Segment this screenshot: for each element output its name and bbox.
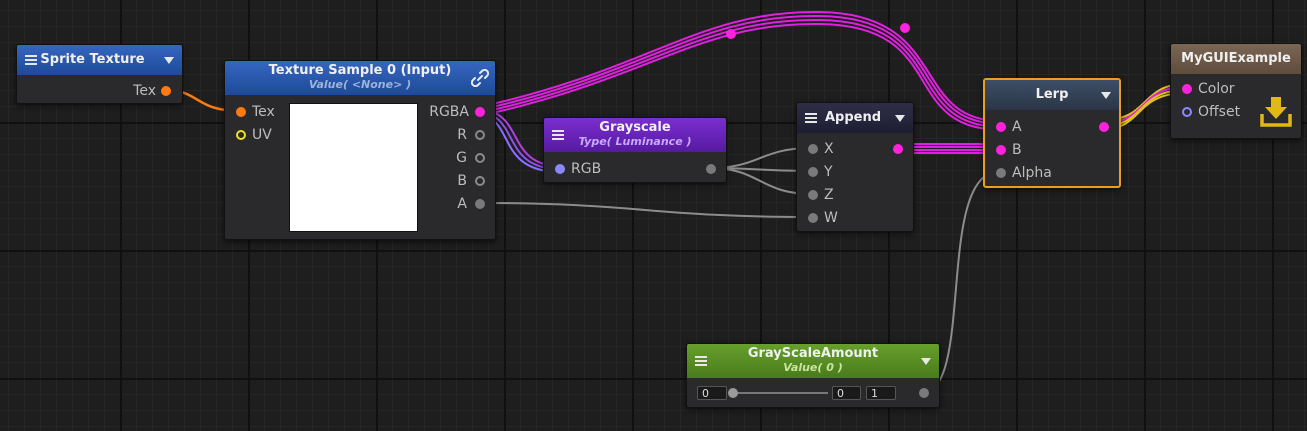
output-header[interactable]: MyGUIExample [1171,44,1301,74]
grayscale-header[interactable]: Grayscale Type( Luminance ) [544,118,726,152]
texture-sample-header[interactable]: Texture Sample 0 (Input) Value( <None> ) [225,61,495,95]
wire-rgba-to-lerp-a [478,10,1001,131]
output-node[interactable]: MyGUIExample Color Offset [1170,43,1302,139]
chevron-down-icon[interactable] [921,358,931,365]
a-input-port[interactable] [996,122,1006,132]
x-input-port[interactable] [808,144,818,154]
node-subtitle: Value( <None> ) [308,78,412,91]
append-node[interactable]: Append X Y Z W [796,102,914,232]
z-input-label: Z [824,187,834,203]
sprite-texture-node[interactable]: Sprite Texture Tex [16,44,183,104]
texture-sample-node[interactable]: Texture Sample 0 (Input) Value( <None> )… [224,60,496,240]
a-output-port[interactable] [475,199,485,209]
node-title: Grayscale [599,120,671,135]
z-input-port[interactable] [808,190,818,200]
tex-output-port[interactable] [161,86,171,96]
b-input-label: B [1012,142,1022,158]
slider-thumb[interactable] [728,388,738,398]
lerp-output-port[interactable] [1099,122,1109,132]
node-title: Append [824,110,882,125]
alpha-input-port[interactable] [996,168,1006,178]
grayscale-output-port[interactable] [706,164,716,174]
a-output-label: A [457,196,467,212]
g-output-label: G [456,150,467,166]
tex-output-label: Tex [133,83,156,99]
b-output-label: B [457,173,467,189]
w-input-port[interactable] [808,213,818,223]
rgba-output-port[interactable] [475,107,485,117]
node-title: Texture Sample 0 (Input) [268,63,452,78]
node-title: Lerp [1035,87,1069,102]
min-value-field[interactable]: 0 [697,386,727,400]
rgb-input-port[interactable] [555,164,565,174]
y-input-port[interactable] [808,167,818,177]
g-output-port[interactable] [475,153,485,163]
grayscale-amount-node[interactable]: GrayScaleAmount Value( 0 ) 0 0 1 [686,343,940,408]
color-input-label: Color [1198,81,1235,97]
menu-icon[interactable] [552,130,564,140]
rgb-input-label: RGB [571,161,602,177]
lerp-node[interactable]: Lerp A B Alpha [983,78,1121,188]
tex-input-port[interactable] [236,107,246,117]
current-value-field[interactable]: 0 [832,386,861,400]
r-output-port[interactable] [475,130,485,140]
grayscale-amount-header[interactable]: GrayScaleAmount Value( 0 ) [687,344,939,378]
color-input-port[interactable] [1182,84,1192,94]
offset-input-port[interactable] [1182,107,1192,117]
w-input-label: W [824,210,838,226]
rgba-output-label: RGBA [429,104,469,120]
sprite-texture-header[interactable]: Sprite Texture [17,45,182,75]
node-subtitle: Type( Luminance ) [578,135,692,148]
lerp-header[interactable]: Lerp [985,80,1119,110]
alpha-input-label: Alpha [1012,165,1052,181]
chevron-down-icon[interactable] [1101,92,1111,99]
append-output-port[interactable] [893,144,903,154]
link-icon[interactable] [471,69,489,87]
node-title: Sprite Texture [40,52,145,67]
chevron-down-icon[interactable] [164,57,174,64]
menu-icon[interactable] [25,55,37,65]
value-slider[interactable] [728,388,828,398]
node-subtitle: Value( 0 ) [783,361,843,374]
b-output-port[interactable] [475,176,485,186]
texture-preview [289,103,418,232]
r-output-label: R [457,127,467,143]
append-header[interactable]: Append [797,103,913,133]
download-icon[interactable] [1259,94,1293,128]
x-input-label: X [824,141,834,157]
tex-input-label: Tex [252,104,275,120]
y-input-label: Y [824,164,833,180]
menu-icon[interactable] [805,113,817,123]
node-title: GrayScaleAmount [747,346,879,361]
chevron-down-icon[interactable] [895,115,905,122]
amount-output-port[interactable] [919,388,929,398]
menu-icon[interactable] [695,356,707,366]
node-title: MyGUIExample [1181,51,1291,66]
wire-alpha-to-append-w [478,202,813,218]
uv-input-port[interactable] [236,130,246,140]
max-value-field[interactable]: 1 [866,386,896,400]
uv-input-label: UV [252,127,272,143]
offset-input-label: Offset [1198,104,1241,120]
a-input-label: A [1012,119,1022,135]
grayscale-node[interactable]: Grayscale Type( Luminance ) RGB [543,117,727,183]
b-input-port[interactable] [996,145,1006,155]
